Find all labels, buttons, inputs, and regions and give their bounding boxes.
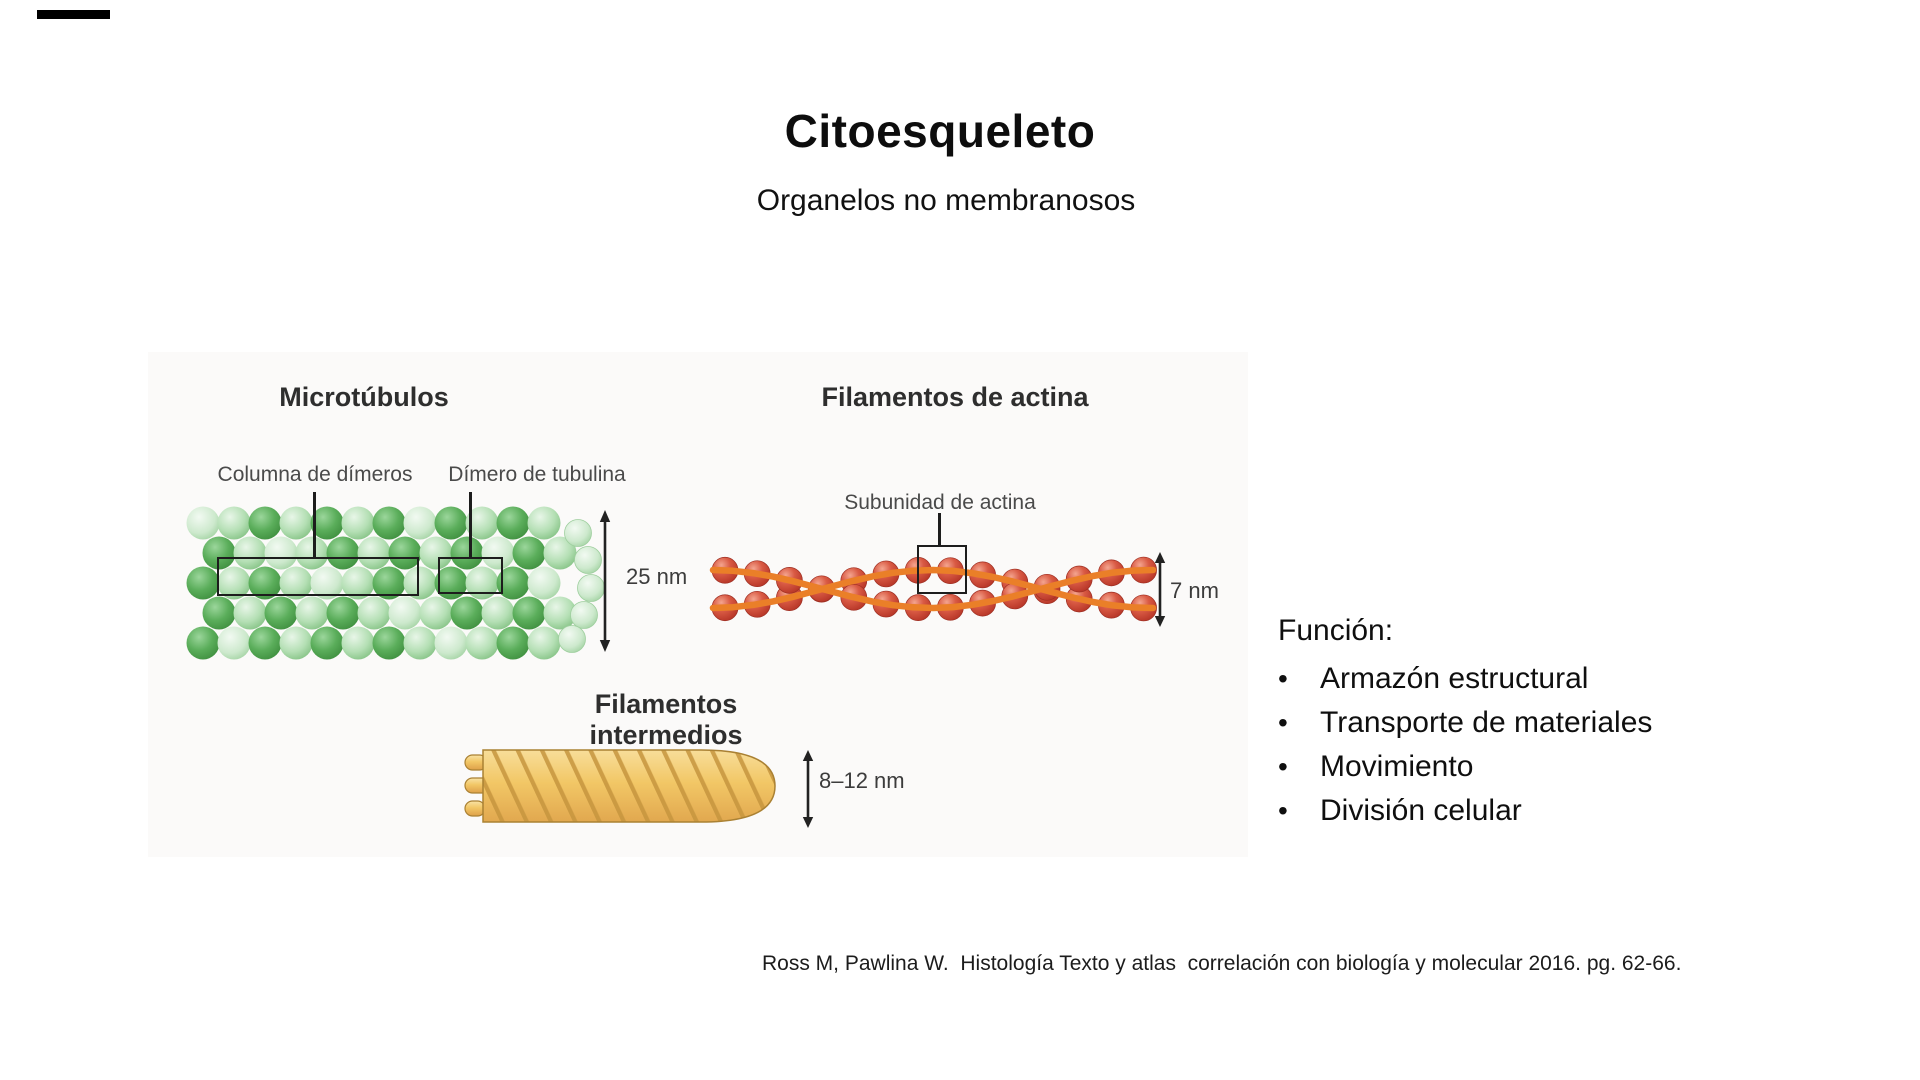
function-item-label: Transporte de materiales [1320,706,1653,739]
filament-stub [464,800,486,817]
intermediate-diagram [464,749,776,823]
slide-subtitle: Organelos no membranosos [756,184,1136,217]
size-label-25nm: 25 nm [626,564,688,589]
slide-title: Citoesqueleto [784,105,1096,157]
actin-strands [709,566,1157,612]
size-label-8-12nm: 8–12 nm [819,768,905,793]
bullet-icon: • [1278,663,1288,694]
microtubule-spheres [186,506,605,660]
bullet-icon: • [1278,707,1288,738]
function-item: • División celular [1278,789,1728,833]
tubulin-dimer-callout-line [469,492,472,558]
top-left-black-bar [37,10,110,19]
citation: Ross M, Pawlina W. Histología Texto y at… [762,952,1682,975]
intermediate-heading: Filamentos intermedios [589,689,743,750]
function-item-label: Movimiento [1320,750,1474,783]
actin-diagram [709,556,1157,622]
actin-subunit-callout-line [938,513,941,547]
function-item: • Transporte de materiales [1278,701,1728,745]
size-label-7nm: 7 nm [1170,578,1219,603]
actin-subunit-box [917,545,967,594]
actin-heading: Filamentos de actina [821,382,1089,412]
function-item: • Armazón estructural [1278,657,1728,701]
size-arrow-7nm [1154,552,1166,627]
dimer-column-label: Columna de dímeros [217,463,413,486]
function-item-label: Armazón estructural [1320,662,1589,695]
functions-heading: Función: [1278,614,1394,647]
dimer-column-box [217,557,419,596]
actin-subunit-label: Subunidad de actina [844,491,1036,514]
bullet-icon: • [1278,751,1288,782]
microtubule-diagram [186,506,605,660]
function-item: • Movimiento [1278,745,1728,789]
bullet-icon: • [1278,795,1288,826]
size-arrow-25nm [599,510,611,652]
function-item-label: División celular [1320,794,1522,827]
size-arrow-8-12nm [802,750,814,828]
filament-rod [483,750,775,822]
tubulin-dimer-label: Dímero de tubulina [448,463,626,486]
microtubules-heading: Microtúbulos [279,382,449,412]
tubulin-dimer-box [438,557,503,594]
functions-panel: Función: • Armazón estructural • Transpo… [1278,611,1728,833]
dimer-column-callout-line [313,492,316,558]
